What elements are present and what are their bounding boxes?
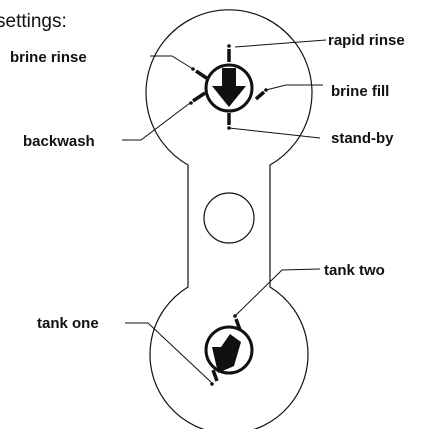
- tank-one-leader: [125, 322, 213, 384]
- leader-lines: [122, 39, 327, 384]
- backwash-leader: [122, 102, 191, 141]
- tank-one-dot: [210, 382, 214, 386]
- settings-heading: settings:: [0, 11, 67, 32]
- brine-fill-leader: [265, 84, 323, 91]
- rapid-rinse-label: rapid rinse: [328, 32, 405, 49]
- center-hole-circle: [203, 192, 255, 244]
- brine-fill-tick: [254, 90, 266, 101]
- brine-rinse-leader: [150, 55, 194, 70]
- backwash-label: backwash: [23, 133, 95, 150]
- top-dial-arrow: [212, 68, 246, 107]
- tank-one-label: tank one: [37, 315, 99, 332]
- dumbbell-outline: [145, 9, 313, 429]
- stand-by-label: stand-by: [331, 130, 394, 147]
- brine-fill-label: brine fill: [331, 83, 389, 100]
- bottom-dial-arrow: [212, 334, 241, 373]
- tank-one-tick: [211, 369, 219, 382]
- tank-two-label: tank two: [324, 262, 385, 279]
- rapid-rinse-dot: [227, 44, 231, 48]
- backwash-dot: [189, 101, 193, 105]
- tank-two-leader: [234, 268, 321, 317]
- top-valve-dial: [189, 44, 268, 130]
- bottom-valve-dial: [204, 314, 254, 386]
- brine-rinse-label: brine rinse: [10, 49, 87, 66]
- tank-two-tick: [234, 318, 242, 331]
- rapid-rinse-leader: [234, 39, 327, 48]
- brine-rinse-tick: [195, 69, 209, 81]
- stand-by-leader: [228, 127, 321, 139]
- backwash-tick: [192, 91, 206, 103]
